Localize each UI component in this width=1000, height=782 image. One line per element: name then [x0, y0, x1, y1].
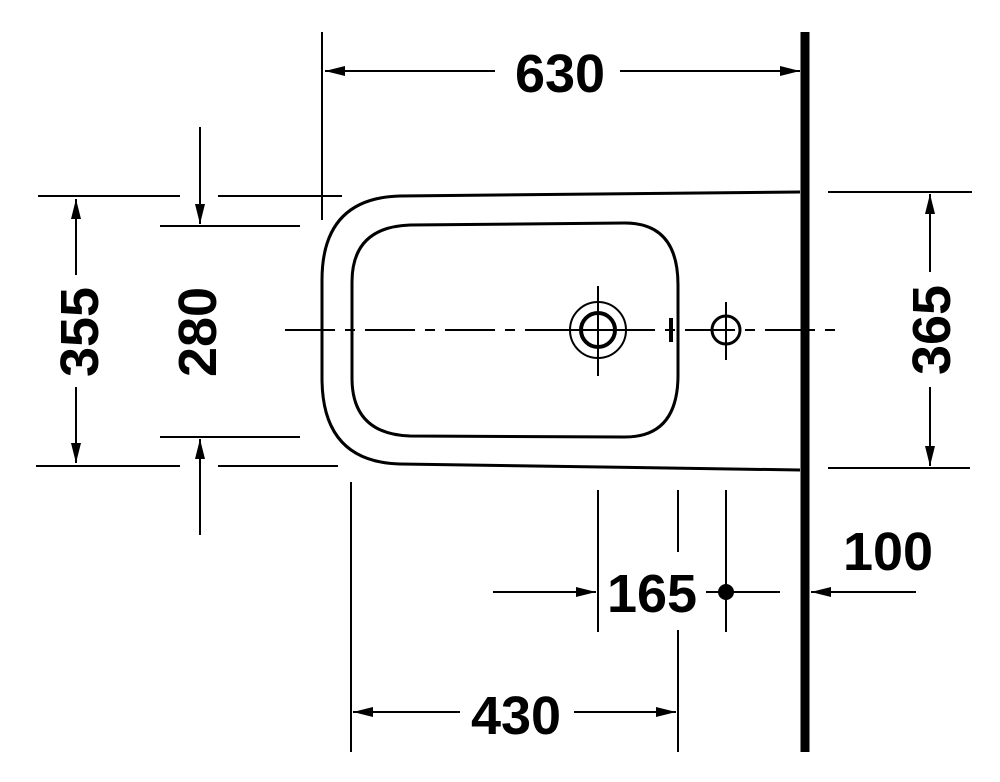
dimension-label-355: 355 — [50, 287, 110, 377]
bidet-bowl-outline — [350, 221, 680, 439]
dimension-280: 280 — [160, 127, 300, 535]
dimension-365: 365 — [828, 191, 972, 469]
dimension-label-280: 280 — [168, 287, 228, 377]
dimension-430: 430 — [350, 482, 676, 752]
dimension-label-165: 165 — [607, 564, 697, 624]
dimension-label-430: 430 — [471, 686, 561, 746]
drain-outlet-icon — [560, 286, 636, 376]
dimension-label-630: 630 — [515, 44, 605, 104]
dimension-355: 355 — [36, 195, 342, 467]
dimension-100: 100 — [811, 522, 933, 597]
dimension-label-365: 365 — [902, 285, 962, 375]
dimension-165: 165 — [493, 490, 780, 752]
dimension-label-100: 100 — [843, 522, 933, 582]
tap-hole-icon — [710, 302, 742, 360]
dimension-630: 630 — [321, 32, 800, 220]
